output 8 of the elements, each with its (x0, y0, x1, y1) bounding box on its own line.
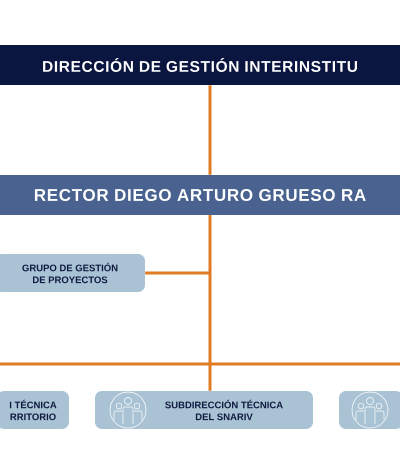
connector-line (208, 215, 400, 366)
unit-box: I TÉCNICA RRITORIO (0, 391, 69, 429)
title-band: DIRECCIÓN DE GESTIÓN INTERINSTITU (0, 45, 400, 85)
unit-box: SUBDIRECCIÓN TÉCNICA DEL SNARIV (95, 391, 313, 429)
unit-box (339, 391, 400, 429)
title-band: RECTOR DIEGO ARTURO GRUESO RA (0, 175, 400, 215)
unit-box: GRUPO DE GESTIÓN DE PROYECTOS (0, 254, 145, 292)
connector-line (208, 85, 212, 175)
